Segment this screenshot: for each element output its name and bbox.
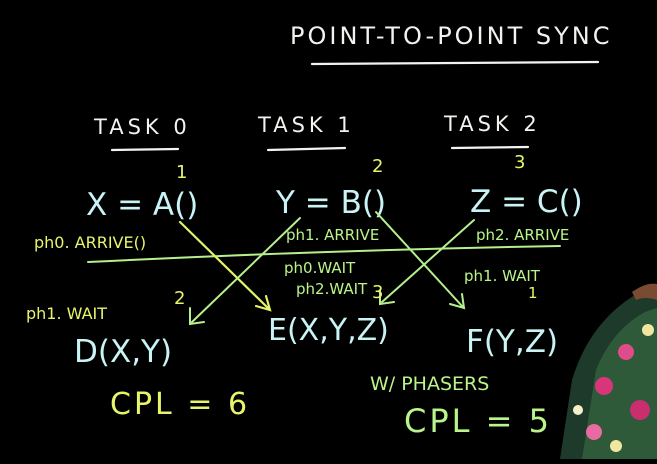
task-0-header: TASK 0 [93, 115, 191, 139]
title-underline [310, 60, 600, 66]
task-1-header: TASK 1 [257, 113, 355, 137]
task-2-arrive: ph2. ARRIVE [476, 226, 569, 244]
task-0-result: D(X,Y) [74, 334, 172, 370]
arrowhead-c-to-e [379, 289, 395, 306]
presenter-figure [560, 283, 657, 459]
arrowhead-a-to-e [254, 294, 272, 312]
task-2-result: F(Y,Z) [466, 324, 558, 360]
arrow-b-to-f [375, 211, 463, 307]
task-0-statement: X = A() [86, 187, 198, 223]
arrow-b-to-d [191, 217, 301, 323]
arrowhead-b-to-f [449, 293, 466, 310]
task-2-statement: Z = C() [470, 184, 583, 220]
arrowhead-b-to-d [189, 307, 205, 326]
arrow-c-to-e [381, 219, 475, 303]
task-0-wait: ph1. WAIT [26, 304, 107, 323]
task-1-step: 2 [372, 156, 383, 177]
task-0-step: 1 [176, 162, 187, 183]
phasers-label: W/ PHASERS [370, 373, 489, 395]
phaser-line [87, 245, 561, 263]
arrow-a-to-e [178, 220, 270, 310]
task-1-statement: Y = B() [275, 185, 386, 221]
task-2-underline [450, 145, 530, 150]
task-1-wait-step: 3 [372, 282, 383, 303]
task-1-arrive: ph1. ARRIVE [286, 226, 379, 244]
task-1-result: E(X,Y,Z) [268, 313, 389, 348]
cpl-phasers: CPL = 5 [404, 402, 552, 440]
task-1-underline [266, 146, 347, 152]
task-0-arrive: ph0. ARRIVE() [34, 233, 146, 252]
board-title: POINT-TO-POINT SYNC [290, 22, 612, 50]
task-0-underline [110, 147, 180, 152]
task-2-wait: ph1. WAIT [464, 267, 541, 285]
task-2-step: 3 [514, 152, 525, 173]
task-1-wait: ph0.WAIT [284, 259, 356, 277]
task-0-wait-step: 2 [174, 288, 185, 309]
task-2-wait-step: 1 [528, 284, 538, 302]
cpl-sequential: CPL = 6 [110, 387, 250, 422]
task-1-wait-2: ph2.WAIT [296, 280, 368, 298]
task-2-header: TASK 2 [443, 112, 541, 136]
